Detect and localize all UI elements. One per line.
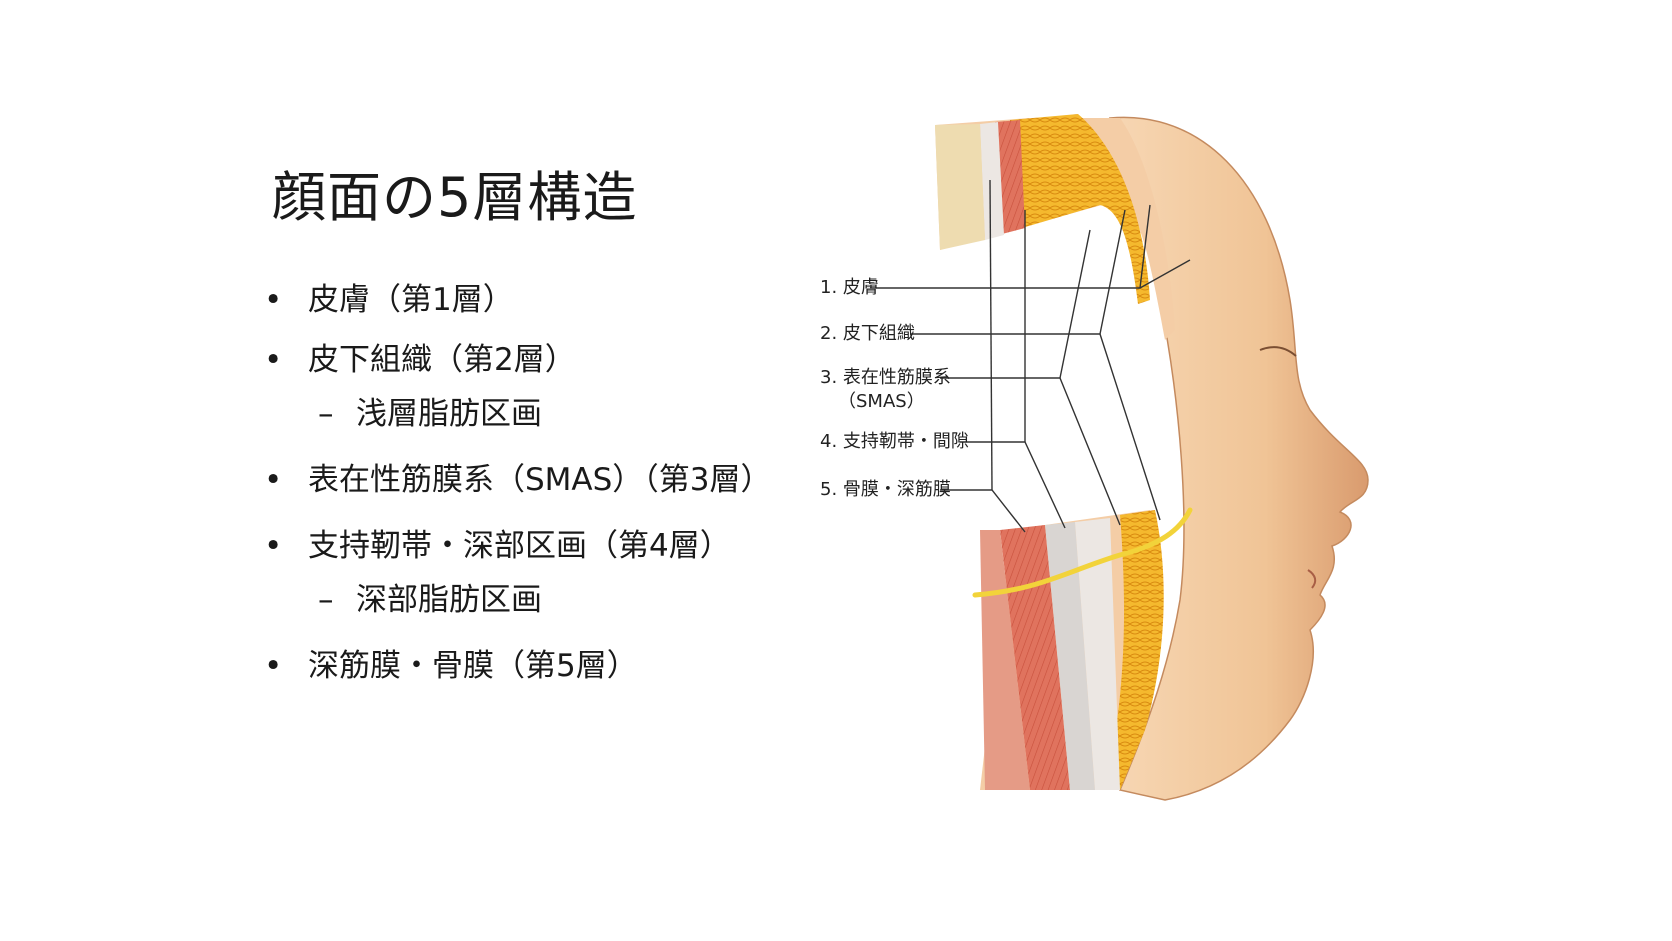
bullet-item-1: 皮膚（第1層） xyxy=(262,280,772,320)
bullet-list: 皮膚（第1層） 皮下組織（第2層） –浅層脂肪区画 表在性筋膜系（SMAS）（第… xyxy=(262,280,772,686)
layer-band-upper xyxy=(935,114,1175,340)
slide-title: 顔面の5層構造 xyxy=(272,166,638,229)
face-layers-diagram: 1. 皮膚 2. 皮下組織 3. 表在性筋膜系 （SMAS） 4. 支持靭帯・間… xyxy=(820,100,1480,860)
face-profile xyxy=(1108,116,1369,801)
face-cross-section-illustration xyxy=(870,114,1369,801)
diagram-label-skin: 1. 皮膚 xyxy=(820,277,879,298)
bullet-item-2: 皮下組織（第2層） xyxy=(262,340,772,380)
eye-shape xyxy=(1259,346,1297,357)
diagram-label-periosteum: 5. 骨膜・深筋膜 xyxy=(820,479,951,500)
bullet-item-3: 表在性筋膜系（SMAS）（第3層） xyxy=(262,460,772,500)
nerve-line xyxy=(972,507,1193,598)
sub-bullet-text: 深部脂肪区画 xyxy=(356,582,542,618)
leader-lines xyxy=(870,179,1191,533)
diagram-label-subcutaneous: 2. 皮下組織 xyxy=(820,323,915,344)
diagram-label-smas: 3. 表在性筋膜系 xyxy=(820,367,951,388)
diagram-label-smas-abbr: （SMAS） xyxy=(838,391,925,412)
diagram-label-ligaments: 4. 支持靭帯・間隙 xyxy=(820,431,969,452)
bullet-item-5: 深筋膜・骨膜（第5層） xyxy=(262,646,772,686)
dash-icon: – xyxy=(318,582,334,618)
lips-shape xyxy=(1307,569,1317,589)
sub-bullet-item-4: –深部脂肪区画 xyxy=(262,580,772,620)
dash-icon: – xyxy=(318,396,334,432)
sub-bullet-item-2: –浅層脂肪区画 xyxy=(262,394,772,434)
bullet-item-4: 支持靭帯・深部区画（第4層） xyxy=(262,526,772,566)
sub-bullet-text: 浅層脂肪区画 xyxy=(356,396,542,432)
